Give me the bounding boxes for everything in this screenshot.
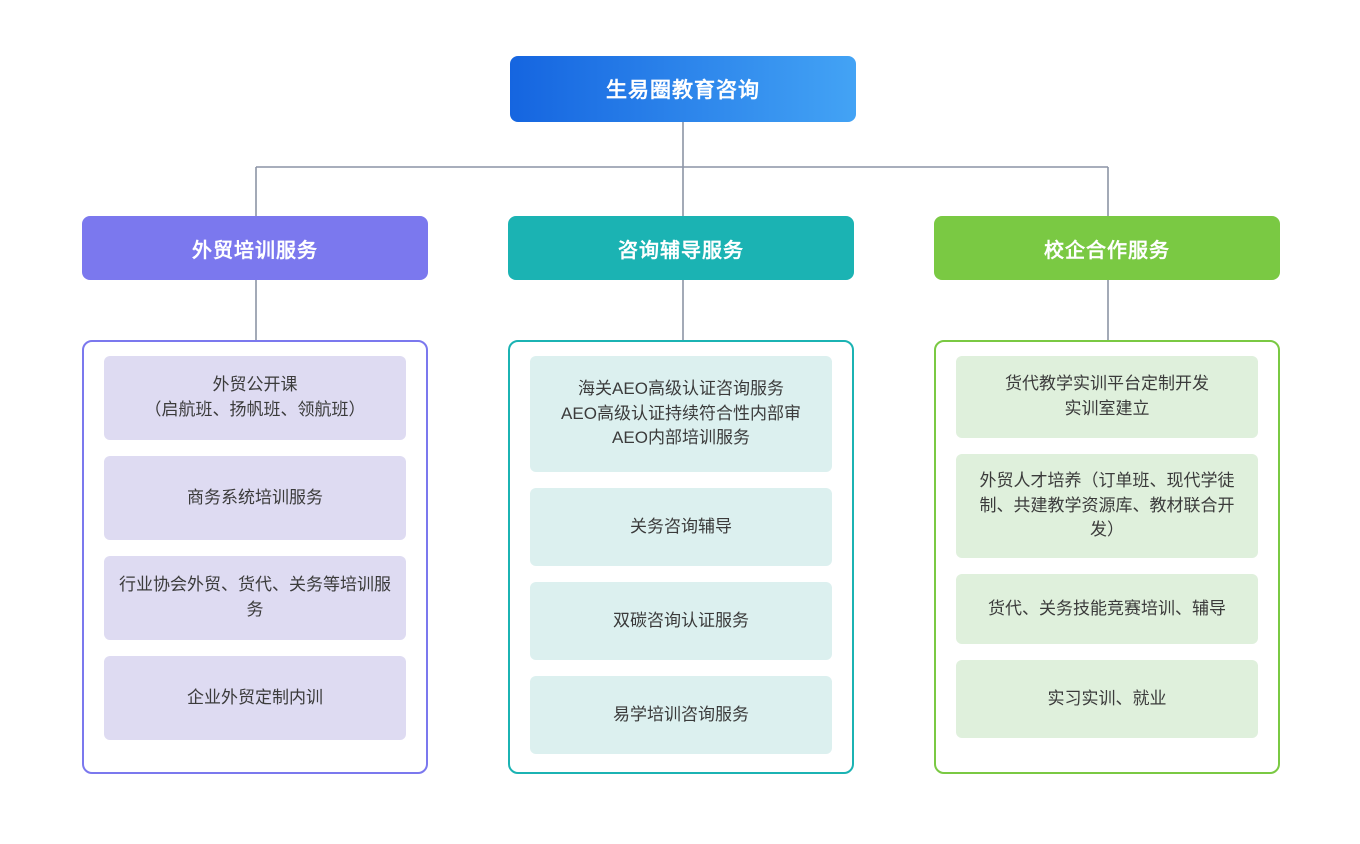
list-item[interactable]: 海关AEO高级认证咨询服务 AEO高级认证持续符合性内部审 AEO内部培训服务 <box>530 356 832 472</box>
list-item[interactable]: 外贸人才培养（订单班、现代学徒制、共建教学资源库、教材联合开发） <box>956 454 1258 558</box>
list-item[interactable]: 关务咨询辅导 <box>530 488 832 566</box>
root-node[interactable]: 生易圈教育咨询 <box>510 56 856 122</box>
branch-header-label-2: 咨询辅导服务 <box>618 239 744 262</box>
list-item[interactable]: 实习实训、就业 <box>956 660 1258 738</box>
branch-header-label-1: 外贸培训服务 <box>192 239 318 262</box>
branch-body-2: 海关AEO高级认证咨询服务 AEO高级认证持续符合性内部审 AEO内部培训服务 … <box>508 340 854 774</box>
list-item[interactable]: 外贸公开课 （启航班、扬帆班、领航班） <box>104 356 406 440</box>
branch-header-label-3: 校企合作服务 <box>1044 239 1170 262</box>
list-item[interactable]: 商务系统培训服务 <box>104 456 406 540</box>
list-item[interactable]: 货代教学实训平台定制开发 实训室建立 <box>956 356 1258 438</box>
branch-body-3: 货代教学实训平台定制开发 实训室建立 外贸人才培养（订单班、现代学徒制、共建教学… <box>934 340 1280 774</box>
list-item[interactable]: 企业外贸定制内训 <box>104 656 406 740</box>
list-item[interactable]: 双碳咨询认证服务 <box>530 582 832 660</box>
branch-header-1[interactable]: 外贸培训服务 <box>82 216 428 280</box>
branch-header-2[interactable]: 咨询辅导服务 <box>508 216 854 280</box>
list-item[interactable]: 货代、关务技能竞赛培训、辅导 <box>956 574 1258 644</box>
list-item[interactable]: 行业协会外贸、货代、关务等培训服务 <box>104 556 406 640</box>
branch-body-1: 外贸公开课 （启航班、扬帆班、领航班） 商务系统培训服务 行业协会外贸、货代、关… <box>82 340 428 774</box>
root-node-label: 生易圈教育咨询 <box>606 79 760 102</box>
branch-header-3[interactable]: 校企合作服务 <box>934 216 1280 280</box>
list-item[interactable]: 易学培训咨询服务 <box>530 676 832 754</box>
